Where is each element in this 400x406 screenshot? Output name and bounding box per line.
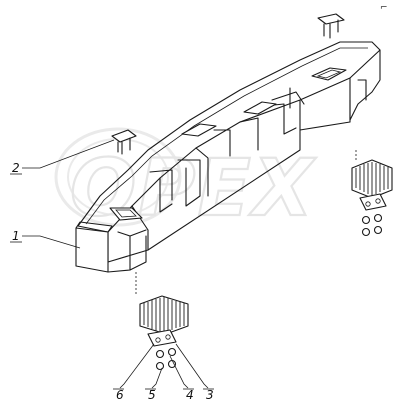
callout-1: 1: [12, 229, 20, 243]
corner-mark: ⌐: [380, 3, 388, 13]
callout-6: 6: [116, 388, 124, 402]
counterweight-beam: [75, 41, 381, 273]
weight-pack-bottom: [135, 272, 189, 371]
callout-5: 5: [148, 388, 156, 402]
weight-pack-right: [351, 150, 393, 237]
callout-3: 3: [206, 388, 214, 402]
callout-labels: 1 2 3 4 5 6: [10, 161, 214, 402]
hook-left: [111, 129, 137, 155]
callout-2: 2: [12, 161, 20, 175]
leader-lines: [22, 139, 209, 389]
callout-4: 4: [186, 388, 194, 402]
hook-right: [317, 13, 345, 39]
watermark-logo: OPEX: [54, 127, 317, 235]
svg-text:OPEX: OPEX: [70, 144, 317, 234]
